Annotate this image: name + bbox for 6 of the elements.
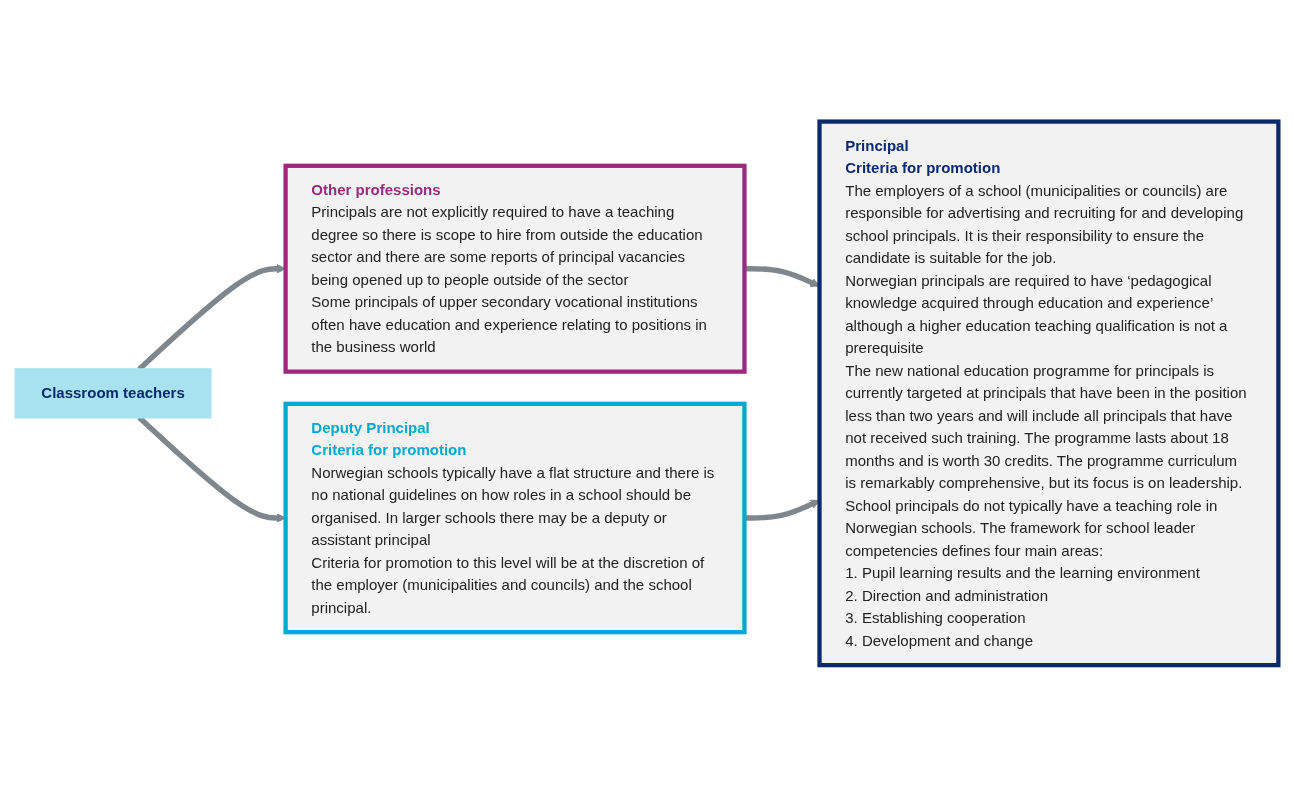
node-box: Principal Criteria for promotion The employers of a school (municipalities or councils) are responsible for advertising and recruiting for and developing school principals. It is their responsibility to ensure the candidate is suitable for the job. Norwegian principals are required to have ‘pedagogical knowledge acquired through education and experience’ although a higher education teaching qualification is not a prerequisite The new national education programme for principals is currently targeted at principals that have been in the position less than two years and will include all principals that have not received such training. The programme lasts about 18 months and is worth 30 credits. The programme curriculum is remarkably comprehensive, but its focus is on leadership. School principals do not typically have a teaching role in Norwegian schools. The framework for school leader competencies defines four main areas: 1. Pupil learning results and the learning environment 2. Direction and administration 3. Establishing cooperation 4. Development and change	[817, 119, 1281, 668]
node-box: Other professions Principals are not explicitly required to have a teaching degree so there is scope to hire from outside the education sector and there are some reports of principal vacancies being opened up to people outside of the sector Some principals of upper secondary vocational institutions often have education and experience relating to positions in the business world	[283, 163, 747, 374]
arrow	[744, 499, 820, 521]
arrow	[744, 266, 820, 288]
node-box: Classroom teachers	[14, 368, 212, 419]
node-box: Deputy Principal Criteria for promotion Norwegian schools typically have a flat structure and there is no national guidelines on how roles in a school should be organised. In larger schools there may be a deputy or assistant principal Criteria for promotion to this level will be at the discretion of the employer (municipalities and councils) and the school principal.	[283, 401, 747, 635]
